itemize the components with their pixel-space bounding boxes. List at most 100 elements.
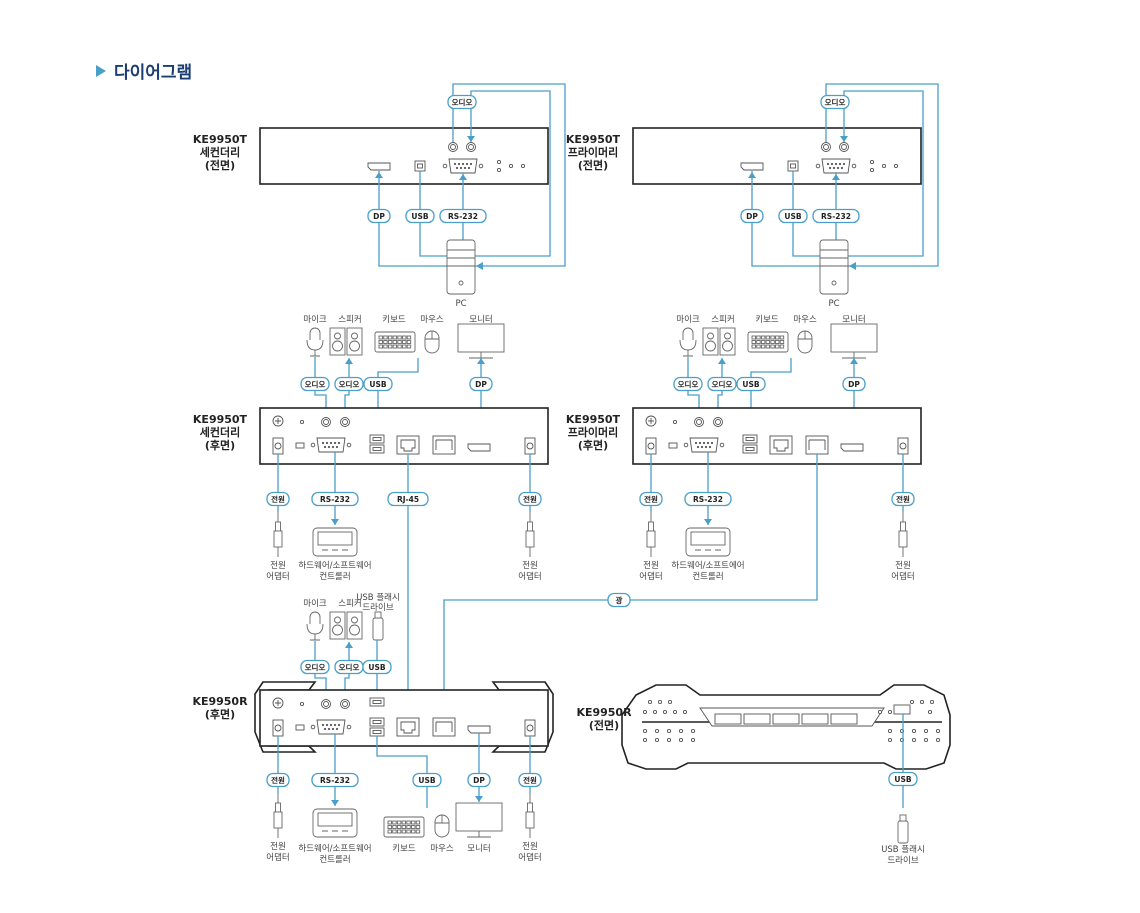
- power-adapter-label: 어댑터: [266, 571, 289, 582]
- speaker-label: 스피커: [338, 599, 361, 609]
- key: [765, 335, 771, 340]
- screw-icon: [346, 724, 352, 730]
- cable-label-text: USB: [418, 776, 435, 785]
- led-icon: [869, 159, 875, 165]
- cable-label-pill: [639, 491, 663, 507]
- key: [392, 829, 397, 834]
- speaker-woofer: [722, 340, 733, 352]
- speaker-tweeter: [724, 332, 731, 340]
- pin: [706, 441, 710, 445]
- device-label-line: KE9950R: [192, 695, 248, 708]
- pin: [710, 441, 714, 445]
- led-icon: [666, 737, 672, 743]
- device-label-line: 프라이머리: [568, 145, 619, 159]
- controller-label: 컨트롤러: [319, 571, 350, 582]
- adapter-tip: [527, 521, 533, 532]
- receiver-front-chassis: [621, 684, 951, 770]
- monitor-label: 모니터: [469, 314, 492, 325]
- usb-a-port-inner: [745, 437, 755, 441]
- arrow-down-icon: [331, 519, 339, 525]
- pin: [826, 162, 830, 166]
- mic-cable-label: 오디오: [300, 659, 330, 675]
- speaker-cable-label: 오디오: [334, 659, 364, 675]
- key: [378, 340, 383, 344]
- key: [401, 820, 407, 825]
- serial-port-icon: [448, 158, 478, 174]
- pin: [836, 166, 840, 170]
- speaker-woofer: [349, 340, 360, 352]
- cable-label-text: 오디오: [678, 379, 699, 389]
- speaker-cable: [344, 358, 350, 417]
- adapter-tip: [900, 521, 906, 532]
- cable-label-text: 오디오: [305, 379, 326, 389]
- key: [770, 344, 775, 349]
- pin: [323, 445, 327, 449]
- pin: [453, 162, 457, 166]
- power-cable-label: 전원: [518, 772, 542, 788]
- key: [411, 820, 416, 825]
- key: [378, 335, 383, 340]
- speaker-woofer: [705, 340, 716, 352]
- microphone-stand: [679, 339, 697, 357]
- key: [411, 829, 416, 834]
- screw-icon: [478, 163, 484, 169]
- device-label-line: (후면): [578, 438, 608, 452]
- usb-flash-label: 드라이브: [887, 855, 918, 866]
- screw-icon: [310, 724, 316, 730]
- serial-port-icon: [316, 437, 346, 453]
- serial-port-icon: [821, 158, 851, 174]
- cable-label-pill: [820, 94, 850, 110]
- led-icon: [887, 709, 893, 715]
- led-icon: [652, 709, 658, 715]
- controller-label: 컨트롤러: [319, 854, 350, 865]
- page-title: 다이어그램: [96, 58, 192, 83]
- key: [392, 344, 398, 349]
- cable-label-text: RJ-45: [397, 495, 419, 504]
- arrow-up-icon: [850, 358, 858, 364]
- pin: [834, 162, 838, 166]
- key: [383, 335, 388, 340]
- arrow-left-icon: [849, 262, 856, 270]
- audio-jack-inner: [696, 419, 702, 425]
- cable-label-pill: [736, 376, 766, 392]
- fiber-port-icon: [432, 717, 456, 737]
- cable-label-pill: [311, 491, 359, 507]
- usb-cable: [792, 171, 820, 257]
- pc-label: PC: [828, 299, 839, 309]
- primary-front-panel-pc: PC: [819, 239, 849, 309]
- key: [402, 340, 407, 344]
- speaker-cable-label: 오디오: [707, 376, 737, 392]
- arrow-up-icon: [345, 642, 353, 648]
- cable-label-pill: [412, 772, 442, 788]
- arrow-down-icon: [467, 136, 475, 142]
- usb-a-port-inner: [372, 730, 382, 734]
- mic-cable-label: 오디오: [673, 376, 703, 392]
- receiver-rear-panel-label: KE9950R(후면): [192, 695, 248, 721]
- device-label-line: 세컨더리: [200, 145, 240, 159]
- key: [406, 340, 412, 344]
- key: [396, 820, 402, 825]
- dip-switch-icon: [668, 442, 678, 449]
- cable-label-pill: [363, 376, 393, 392]
- key: [411, 825, 416, 829]
- key: [387, 335, 393, 340]
- cable-label-pill: [266, 491, 290, 507]
- usb-cable-label: USB: [405, 208, 435, 224]
- key: [770, 335, 775, 340]
- led-icon: [923, 737, 929, 743]
- cable-label-pill: [300, 376, 330, 392]
- cable-label-pill: [707, 376, 737, 392]
- usb-flash-label: 드라이브: [362, 602, 393, 613]
- key: [402, 344, 407, 349]
- keyboard-label: 키보드: [382, 315, 406, 325]
- audio-jack-inner: [342, 419, 348, 425]
- speaker-tweeter: [707, 332, 714, 340]
- key: [779, 340, 785, 344]
- power-adapter-label: 전원: [522, 841, 538, 852]
- device-label-line: (전면): [578, 158, 608, 172]
- rs232-controller-cable-label: RS-232: [311, 772, 359, 788]
